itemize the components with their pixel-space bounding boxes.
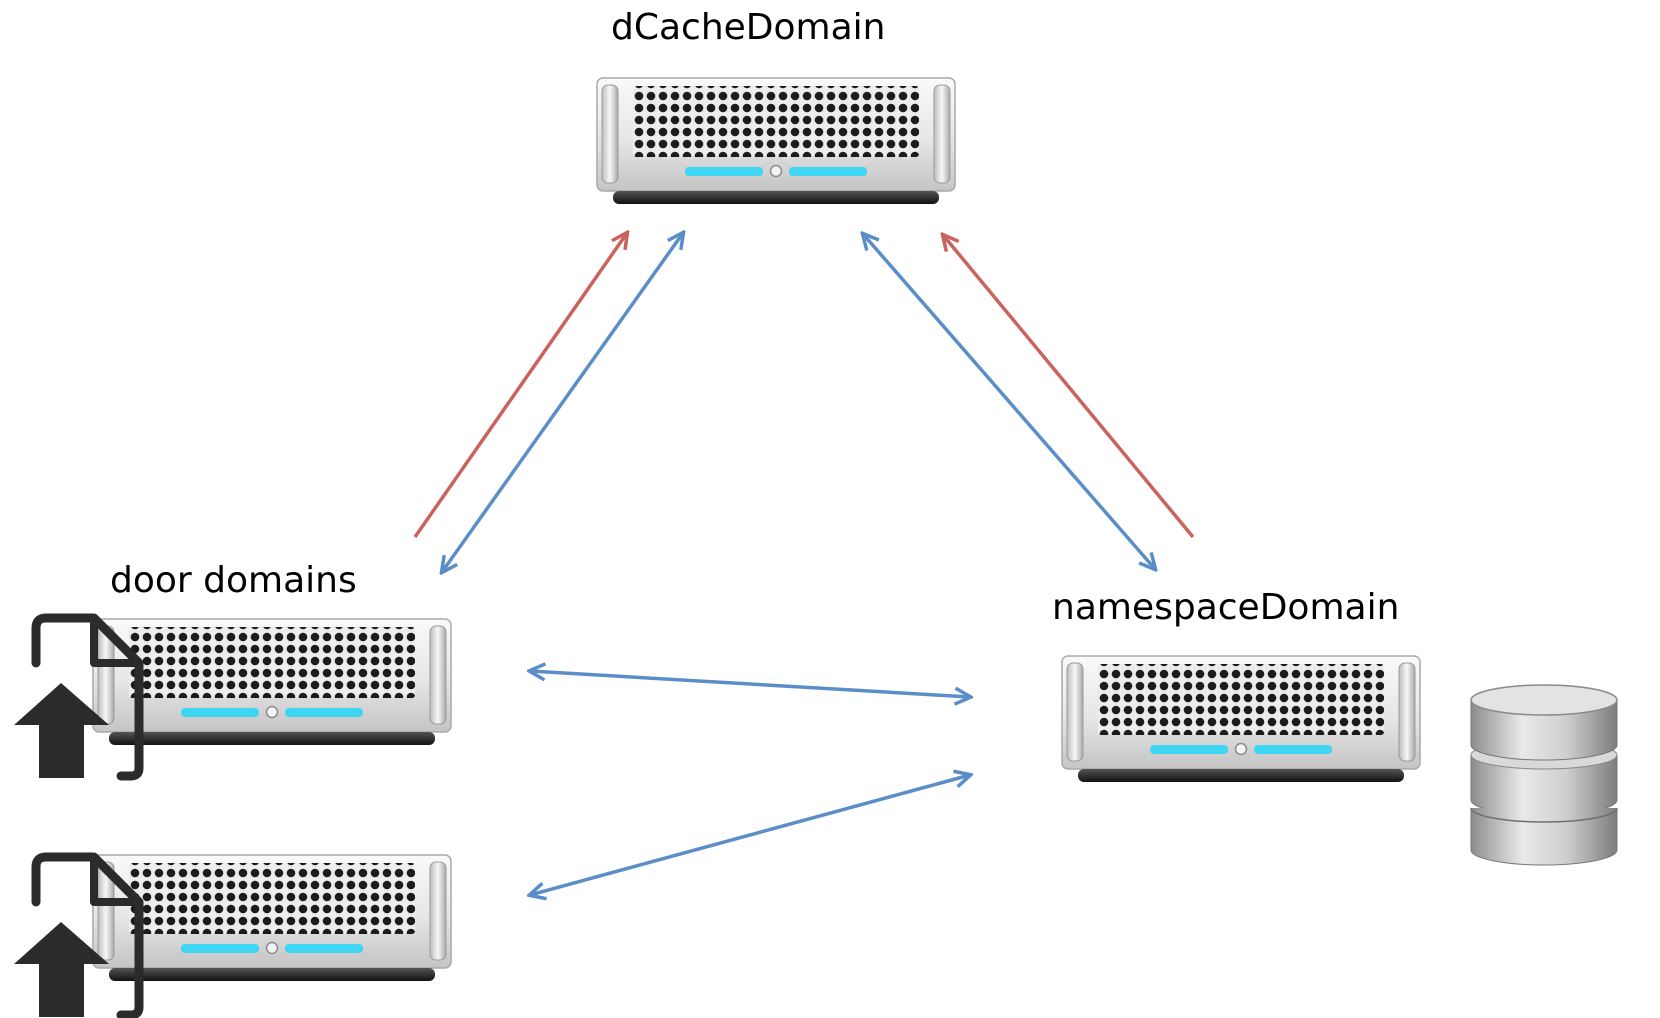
door-server-icon-2 — [92, 854, 452, 982]
namespace-to-dcache-request-arrow — [943, 235, 1195, 539]
door-namespace-link-arrow-2 — [530, 775, 970, 895]
door-namespace-link-arrow — [530, 671, 970, 697]
namespace-server-icon — [1061, 655, 1421, 783]
dcache-server-icon — [596, 77, 956, 205]
namespace-dcache-link-arrow — [863, 234, 1155, 569]
door-to-dcache-request-arrow — [413, 233, 627, 539]
door-dcache-link-arrow — [442, 233, 683, 572]
door-server-icon — [92, 618, 452, 746]
door-domains-label: door domains — [110, 560, 357, 601]
database-icon — [1470, 684, 1618, 866]
namespace-domain-label: namespaceDomain — [1052, 587, 1400, 628]
dcache-domain-label: dCacheDomain — [611, 7, 886, 48]
